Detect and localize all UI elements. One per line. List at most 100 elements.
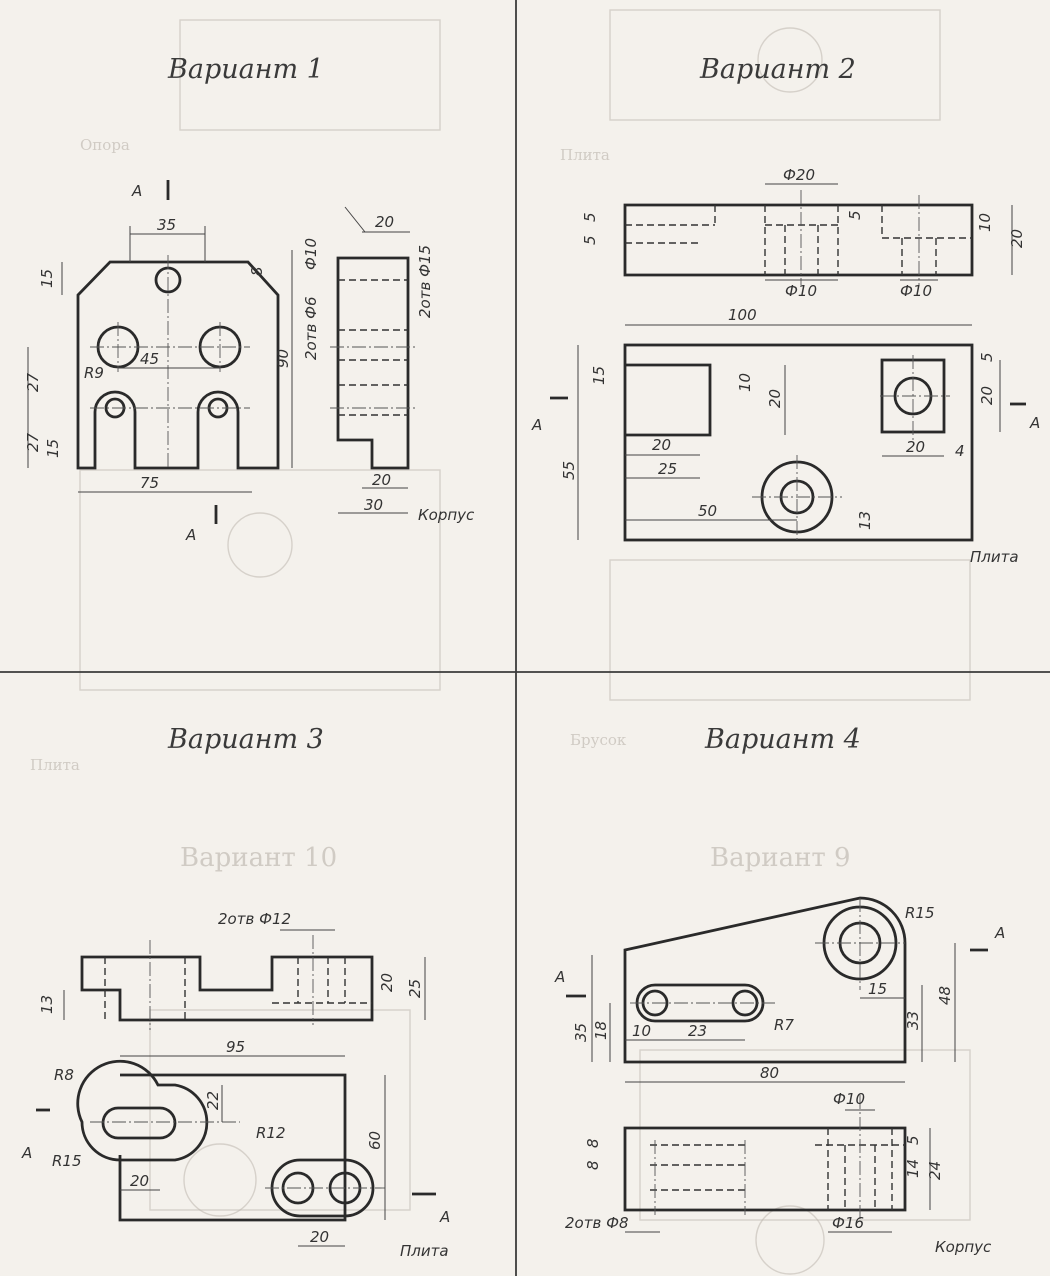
v2-dim-10: 10 [976, 213, 994, 232]
v4-dim-r15: R15 [905, 904, 935, 922]
v2-dim-5c: 5 [846, 210, 864, 220]
variant-3-title: Вариант 3 [167, 724, 324, 755]
ghost-title-10: Вариант 10 [180, 843, 337, 873]
v2-part-name: Плита [970, 548, 1019, 566]
variant-1-title: Вариант 1 [167, 54, 324, 85]
v4-dim-48: 48 [936, 986, 954, 1005]
v1-dim-75: 75 [140, 474, 159, 492]
v4-dim-14: 14 [904, 1159, 922, 1178]
v3-dim-95: 95 [226, 1038, 245, 1056]
variant-4-title: Вариант 4 [704, 724, 861, 755]
v1-dim-8: 8 [248, 266, 266, 276]
v4-dim-d10: Ф10 [833, 1090, 865, 1108]
v2-dim-100: 100 [728, 306, 757, 324]
v3-dim-2otv12: 2отв Ф12 [218, 910, 291, 928]
v1-section-top: А [131, 182, 142, 200]
v4-dim-18: 18 [592, 1021, 610, 1040]
v4-dim-2otv8: 2отв Ф8 [565, 1214, 629, 1232]
ghost-title-9: Вариант 9 [710, 843, 851, 873]
variant-2-front-view [623, 343, 974, 542]
v1-dim-15a: 15 [38, 269, 56, 288]
v3-dim-60: 60 [366, 1131, 384, 1150]
v2-dim-4: 4 [955, 442, 965, 460]
variant-2-dimensions: 5 5 Ф20 5 10 20 Ф10 Ф10 100 15 10 20 55 … [560, 166, 1026, 540]
v1-dim-20b: 20 [372, 471, 391, 489]
v4-dim-80: 80 [760, 1064, 779, 1082]
ghost-label-plita-2: Плита [560, 146, 610, 164]
v4-dim-8b: 8 [584, 1160, 602, 1170]
v3-dim-13: 13 [38, 995, 56, 1014]
v2-dim-20e: 20 [978, 386, 996, 405]
v4-section-right: А [994, 924, 1005, 942]
v2-dim-55: 55 [560, 461, 578, 480]
v2-dim-d20: Ф20 [783, 166, 815, 184]
v4-dim-15: 15 [868, 980, 887, 998]
variant-1-side-view [330, 256, 418, 470]
v3-dim-20b: 20 [130, 1172, 149, 1190]
variant-4-top-view [623, 1095, 907, 1220]
v3-section-right: А [439, 1208, 450, 1226]
v3-dim-22: 22 [204, 1091, 222, 1110]
v2-dim-d10a: Ф10 [785, 282, 817, 300]
variant-3: Вариант 3 2отв Ф12 [21, 724, 450, 1260]
variant-2-top-view [623, 190, 974, 285]
ghost-label-brusok: Брусок [570, 731, 627, 749]
v2-dim-5d: 5 [978, 352, 996, 362]
v1-dim-2otv6: 2отв Ф6 [302, 296, 320, 360]
v4-dim-24: 24 [926, 1161, 944, 1180]
v3-section-left: А [21, 1144, 32, 1162]
v4-dim-5: 5 [904, 1135, 922, 1145]
variant-4-dimensions: R15 15 48 33 35 18 10 23 R7 80 Ф10 8 8 5… [565, 904, 956, 1233]
v4-section-left: А [554, 968, 565, 986]
v1-dim-2otv15: 2отв Ф15 [416, 245, 434, 318]
v2-dim-20h: 20 [1008, 229, 1026, 248]
v3-dim-25: 25 [406, 979, 424, 998]
bleed-through-layer: Вариант 10 Вариант 9 Плита Опора Плита Б… [30, 9, 971, 1275]
variant-3-dimensions: 2отв Ф12 13 20 25 95 R8 22 R12 60 R15 20… [38, 910, 426, 1247]
variant-3-top-view [80, 935, 374, 1030]
variant-2-title: Вариант 2 [699, 54, 856, 85]
v1-dim-30: 30 [364, 496, 383, 514]
variant-1-dimensions: 35 15 8 Ф10 90 2отв Ф6 20 2отв Ф15 27 27… [24, 206, 434, 514]
v1-dim-45: 45 [140, 350, 159, 368]
v3-dim-r12: R12 [256, 1124, 286, 1142]
v2-section-right: А [1029, 414, 1040, 432]
variant-1-front-view [76, 255, 280, 470]
v4-dim-33: 33 [904, 1011, 922, 1030]
v1-dim-r9: R9 [84, 364, 104, 382]
v2-dim-10c: 10 [736, 373, 754, 392]
v2-dim-50: 50 [698, 502, 717, 520]
variant-2: Вариант 2 [531, 54, 1040, 566]
v4-dim-r7: R7 [774, 1016, 794, 1034]
v2-dim-20c: 20 [766, 389, 784, 408]
ghost-label-plita-1: Плита [30, 756, 80, 774]
v1-dim-d10: Ф10 [302, 238, 320, 270]
v1-section-bottom: А [185, 526, 196, 544]
v1-dim-35: 35 [157, 216, 176, 234]
v1-dim-27b: 27 [24, 432, 42, 452]
v3-dim-r8: R8 [54, 1066, 74, 1084]
v2-dim-5b: 5 [581, 235, 599, 245]
v3-dim-20: 20 [378, 973, 396, 992]
v2-dim-25: 25 [658, 460, 677, 478]
variant-1: Вариант 1 [24, 54, 475, 544]
v2-dim-20d: 20 [652, 436, 671, 454]
v2-dim-20f: 20 [906, 438, 925, 456]
v3-dim-r15: R15 [52, 1152, 82, 1170]
variant-4: Вариант 4 [554, 724, 1005, 1256]
v4-dim-35: 35 [572, 1023, 590, 1042]
v2-dim-15: 15 [590, 366, 608, 385]
v1-dim-27a: 27 [24, 372, 42, 392]
v1-dim-15b: 15 [44, 439, 62, 458]
v1-dim-20a: 20 [375, 213, 394, 231]
v1-dim-90: 90 [274, 349, 292, 368]
v2-section-left: А [531, 416, 542, 434]
v2-dim-5a: 5 [581, 212, 599, 222]
variant-4-front-view [623, 896, 907, 1064]
ghost-label-opora: Опора [80, 136, 130, 154]
v4-dim-d16: Ф16 [832, 1214, 864, 1232]
v4-dim-23: 23 [688, 1022, 707, 1040]
v1-part-name: Корпус [418, 506, 475, 524]
v3-dim-20c: 20 [310, 1228, 329, 1246]
